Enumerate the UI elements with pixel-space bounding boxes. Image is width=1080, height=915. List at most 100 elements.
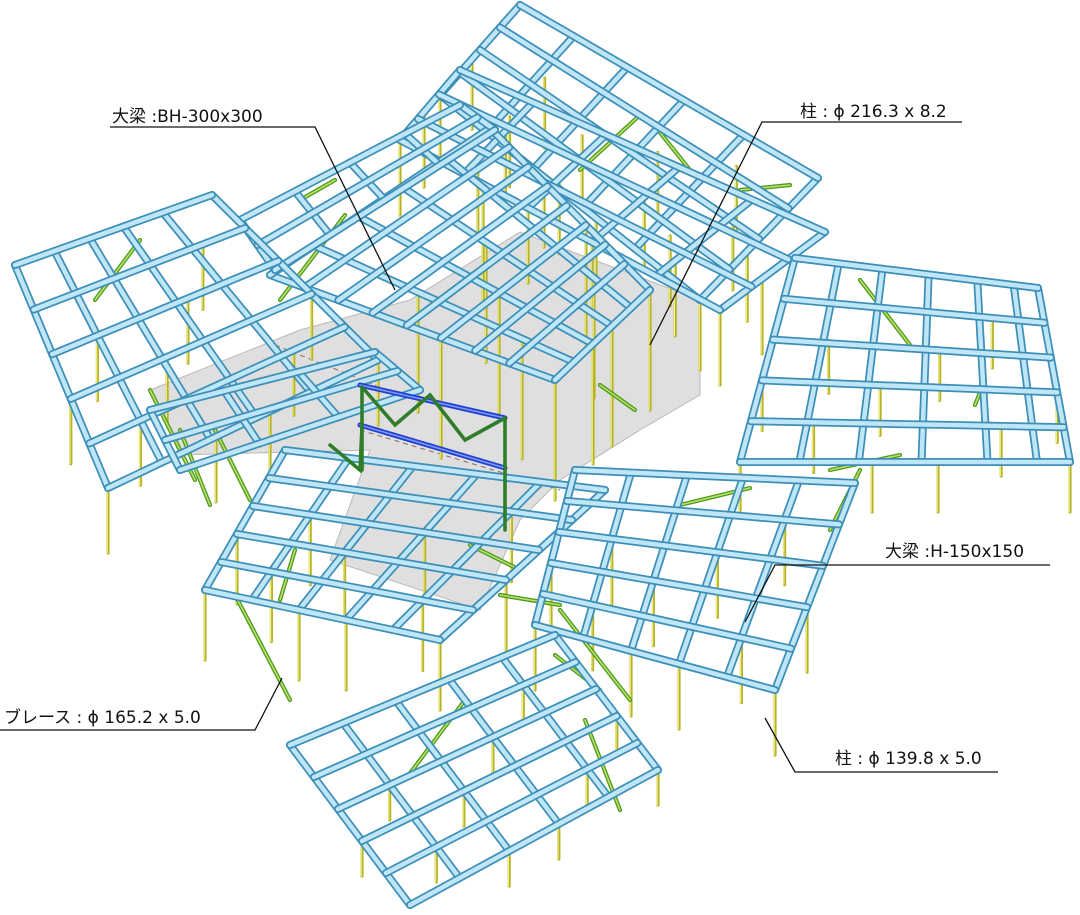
roof-beam-highlight	[177, 387, 423, 473]
leader-line	[764, 717, 998, 773]
roof-beam-highlight	[12, 192, 215, 268]
roof-beam-highlight	[556, 529, 826, 569]
truss-web-upper	[360, 385, 507, 443]
roof-beam-highlight	[748, 418, 1066, 430]
blue-beam-lower-highlight	[359, 424, 506, 469]
roof-beam-highlight	[1011, 282, 1040, 465]
roof-beam-highlight	[437, 487, 608, 643]
roof-beam-highlight	[499, 654, 611, 800]
roof-beam-highlight	[359, 713, 620, 844]
label-main-beam-right-text: 大梁 :H-150x150	[885, 542, 1024, 562]
annotation-leaders: 大梁 :BH-300x300 柱 : ϕ 216.3 x 8.2 大梁 :H-150…	[0, 102, 1050, 773]
roof-beam-highlight	[255, 115, 480, 248]
roof-frame-bottom	[286, 631, 662, 909]
roof-beam-highlight	[301, 145, 512, 290]
roof-beam-highlight	[249, 455, 352, 603]
roof-beam-highlight	[162, 368, 400, 443]
roof-frame-top-second	[396, 66, 829, 314]
roof-beam-highlight	[383, 740, 640, 876]
leader-line	[649, 121, 962, 346]
roof-beam-highlight	[202, 587, 443, 643]
label-brace-text: ブレース : ϕ 165.2 x 5.0	[4, 707, 201, 728]
roof-beam-highlight	[548, 560, 810, 610]
roof-frame-left	[11, 191, 382, 492]
roof-beam-highlight	[390, 479, 544, 633]
roof-beam-highlight	[237, 102, 463, 223]
roof-frames-group	[11, 1, 1074, 909]
roof-beam-highlight	[147, 349, 378, 413]
roof-beam-highlight	[589, 164, 682, 245]
roof-beam-highlight	[919, 272, 931, 465]
label-column-bottom: 柱 : ϕ 139.8 x 5.0	[764, 717, 998, 773]
roof-beam-highlight	[287, 742, 413, 908]
roof-beam-highlight	[393, 698, 512, 854]
label-column-top: 柱 : ϕ 216.3 x 8.2	[649, 102, 962, 346]
brace-highlight	[94, 239, 141, 301]
roof-beam-highlight	[209, 192, 381, 363]
roof-frame-right	[736, 254, 1074, 466]
blue-beam-upper-highlight	[359, 384, 506, 419]
roof-beam-highlight	[797, 261, 841, 465]
roof-beam-highlight	[724, 478, 802, 680]
leader-line	[110, 126, 396, 291]
roof-beam-highlight	[272, 127, 498, 273]
roof-beam-highlight	[975, 278, 990, 465]
roof-beam-highlight	[31, 225, 248, 312]
roof-frame-left-lower	[146, 348, 424, 474]
roof-beam-highlight	[12, 262, 111, 491]
roof-beam-highlight	[68, 291, 314, 402]
roof-beam-highlight	[472, 242, 608, 353]
roof-beam-highlight	[517, 2, 821, 181]
roof-beam-highlight	[407, 767, 661, 908]
roof-beam-highlight	[343, 471, 480, 623]
roof-beam-highlight	[87, 236, 213, 442]
roof-beam-highlight	[404, 203, 570, 328]
roof-beam-highlight	[792, 255, 1041, 291]
brace-highlight	[299, 179, 336, 201]
roof-beam-highlight	[772, 480, 858, 693]
roof-beam-highlight	[335, 686, 599, 812]
roof-beam-highlight	[717, 229, 828, 313]
roof-beam-highlight	[770, 337, 1054, 360]
roof-frame-center-front	[201, 446, 609, 644]
roof-beam-highlight	[540, 591, 794, 651]
roof-beam-highlight	[436, 92, 791, 262]
roof-beam-highlight	[856, 266, 885, 465]
roof-beam-highlight	[552, 287, 653, 383]
leader-line	[0, 677, 283, 731]
roof-beam-highlight	[266, 475, 575, 523]
roof-frame-right-front	[531, 466, 859, 694]
roof-beam-highlight	[287, 632, 558, 748]
roof-beam-highlight	[160, 210, 313, 395]
roof-beam-highlight	[52, 248, 165, 465]
brace-highlight	[859, 279, 911, 346]
roof-beam-highlight	[572, 467, 858, 486]
roof-beam-highlight	[438, 222, 589, 341]
roof-beam-highlight	[532, 622, 778, 693]
roof-beam-highlight	[564, 498, 842, 527]
roof-beam-highlight	[250, 503, 542, 553]
roof-beam-highlight	[628, 472, 690, 654]
roof-beam-highlight	[552, 632, 661, 773]
roof-beam-highlight	[311, 659, 578, 780]
label-column-bottom-text: 柱 : ϕ 139.8 x 5.0	[835, 749, 982, 769]
brace-highlight	[739, 184, 791, 191]
center-truss	[328, 382, 508, 532]
roof-beam-highlight	[507, 261, 627, 366]
roof-beam-highlight	[296, 463, 416, 613]
brace-highlight	[559, 609, 631, 701]
label-brace: ブレース : ϕ 165.2 x 5.0	[0, 677, 283, 731]
roof-beam-highlight	[336, 164, 531, 303]
roof-beam-highlight	[737, 255, 798, 465]
roof-beam-highlight	[446, 676, 562, 827]
roof-beam-highlight	[532, 467, 578, 628]
brace-highlight	[214, 429, 251, 501]
label-column-top-text: 柱 : ϕ 216.3 x 8.2	[800, 102, 947, 122]
label-main-beam-top: 大梁 :BH-300x300	[110, 107, 396, 291]
roof-beam-highlight	[580, 470, 634, 641]
roof-beam-highlight	[49, 258, 281, 357]
brace-highlight	[234, 594, 291, 701]
roof-beam-highlight	[282, 447, 608, 493]
